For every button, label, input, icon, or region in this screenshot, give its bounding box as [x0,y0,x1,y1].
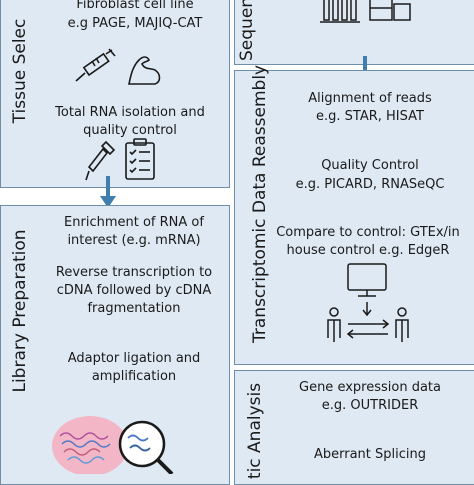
arm-muscle-icon [125,52,165,88]
transcriptomic-reassembly-panel [234,70,474,365]
library-preparation-title: Library Preparation [10,229,30,393]
compare-control-text-2: house control e.g. EdgeR [286,243,450,258]
tissue-selection-panel [0,0,230,188]
enrichment-text-2: interest (e.g. mRNA) [67,233,201,248]
reverse-transcription-text-1: Reverse transcription to [55,265,213,280]
adaptor-ligation-text-1: Adaptor ligation and [67,351,201,366]
aberrant-splicing-text: Aberrant Splicing [313,447,427,462]
clipboard-checklist-icon [122,138,160,182]
transcriptomic-reassembly-title: Transcriptomic Data Reassembly [250,64,270,343]
comparison-illustration [318,262,418,344]
sequencing-title: Sequen [237,0,257,61]
sequencer-tubes-icon [318,0,414,30]
rna-isolation-text-2: quality control [83,123,177,138]
down-arrow-left [99,176,117,210]
sequencing-panel [234,0,474,65]
alignment-text-1: Alignment of reads [308,91,432,106]
genetic-analysis-panel [234,370,474,485]
reverse-transcription-text-3: fragmentation [87,301,181,316]
reverse-transcription-text-2: cDNA followed by cDNA [56,283,212,298]
rna-fragments-magnifier-illustration [50,406,180,474]
dropper-icon [84,138,118,184]
fibroblast-tools-text: e.g PAGE, MAJIQ-CAT [67,16,203,31]
gene-expression-text-2: e.g. OUTRIDER [321,398,419,413]
genetic-analysis-title: tic Analysis [245,382,265,480]
quality-control-text-1: Quality Control [321,158,419,173]
rna-isolation-text-1: Total RNA isolation and [55,105,205,120]
fibroblast-text: Fibroblast cell line [76,0,194,12]
gene-expression-text-1: Gene expression data [299,380,441,395]
compare-control-text-1: Compare to control: GTEx/in [276,225,460,240]
quality-control-text-2: e.g. PICARD, RNASeQC [295,177,445,192]
enrichment-text-1: Enrichment of RNA of [64,215,204,230]
syringe-icon [72,48,118,88]
tissue-selection-title: Tissue Selec [10,18,30,124]
alignment-text-2: e.g. STAR, HISAT [316,109,424,124]
adaptor-ligation-text-2: amplification [91,369,177,384]
